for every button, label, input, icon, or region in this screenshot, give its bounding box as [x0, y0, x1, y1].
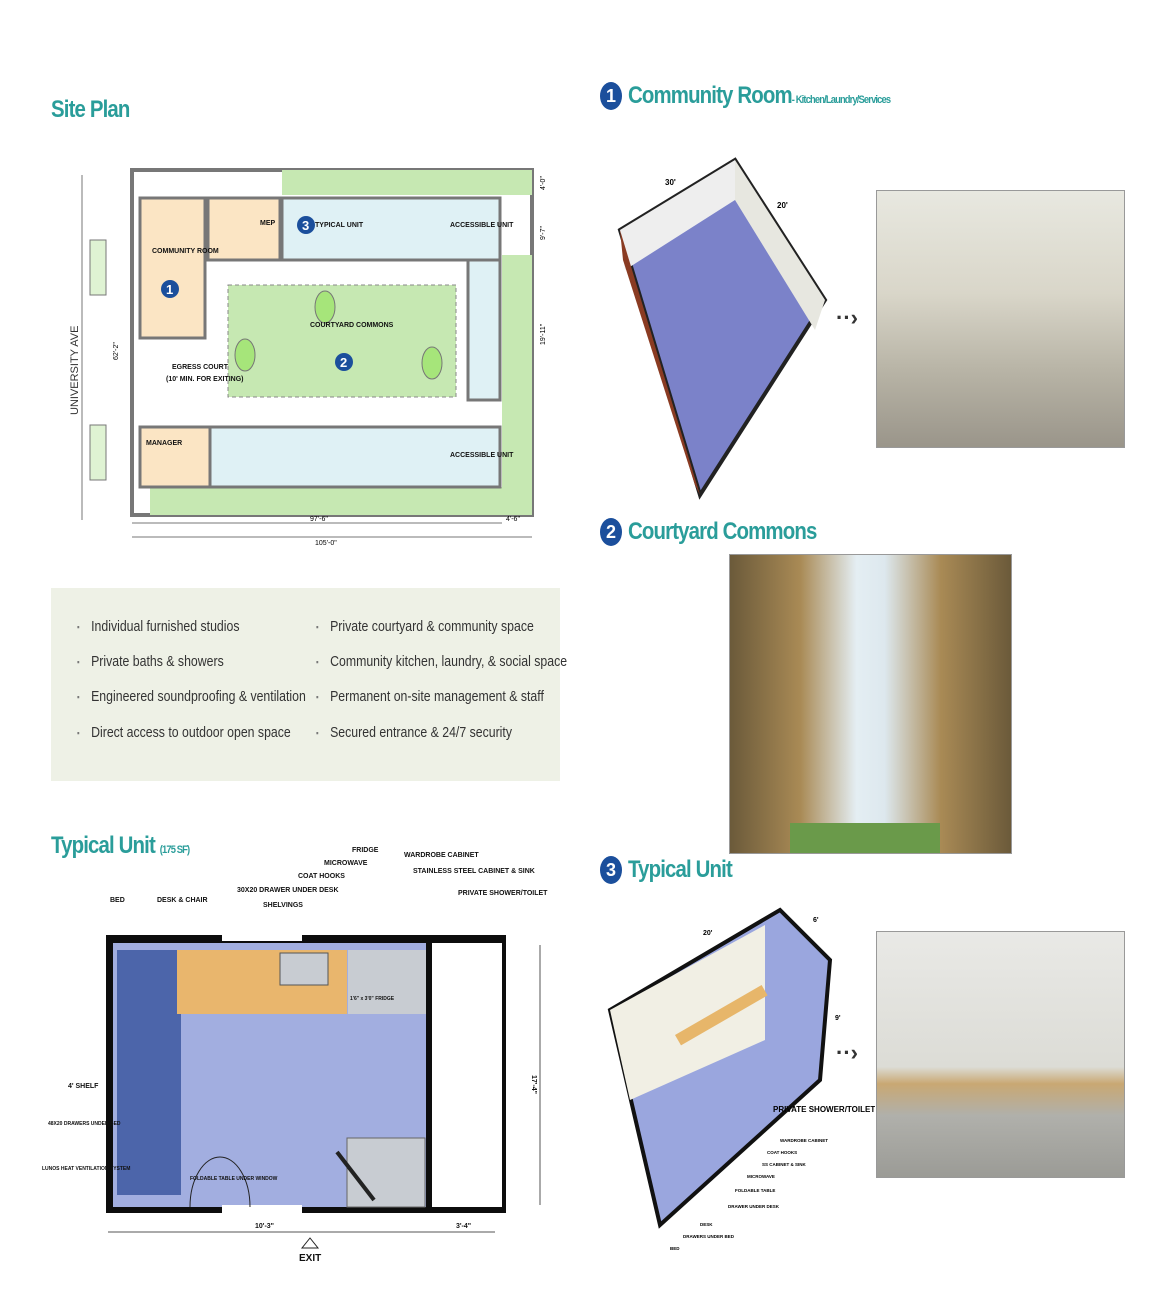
title-text: Typical Unit	[51, 832, 156, 859]
iso-callout: MICROWAVE	[747, 1174, 775, 1179]
arrow-icon: ··›	[836, 1040, 858, 1065]
callout-wardrobe: WARDROBE CABINET	[404, 852, 479, 859]
callout-fridge: FRIDGE	[352, 847, 379, 854]
iso-callout: PRIVATE SHOWER/TOILET	[773, 1105, 875, 1114]
feature-item: Private courtyard & community space	[316, 618, 534, 635]
iso-callout: DRAWERS UNDER BED	[683, 1234, 735, 1239]
community-room-heading: 1 Community Room- Kitchen/Laundry/Servic…	[600, 82, 937, 110]
heading-text: Typical Unit	[628, 856, 733, 883]
dim-height: 17'-4"	[530, 1075, 537, 1094]
dim-bottom-total: 105'-0"	[315, 540, 337, 547]
feature-item: Secured entrance & 24/7 security	[316, 724, 512, 741]
street-label: UNIVERSITY AVE	[69, 326, 81, 415]
dim-bottom-inner: 97'-6"	[310, 516, 328, 523]
accessible-unit-label-2: ACCESSIBLE UNIT	[450, 452, 514, 459]
heading-text: Courtyard Commons	[628, 518, 817, 545]
area-text: (175 SF)	[159, 844, 190, 856]
egress-label: EGRESS COURT	[172, 364, 229, 371]
marker-2: 2	[340, 355, 347, 370]
dim-a: 30'	[665, 178, 676, 187]
iso-callout: BED	[670, 1246, 680, 1251]
egress-note: (10' MIN. FOR EXITING)	[166, 376, 244, 383]
feature-item: Community kitchen, laundry, & social spa…	[316, 653, 567, 670]
callout-sink: STAINLESS STEEL CABINET & SINK	[413, 868, 535, 875]
arrow-icon: ··›	[836, 305, 858, 330]
callout-microwave: MICROWAVE	[324, 860, 368, 867]
callout-fridge-size: 1'6" x 3'0" FRIDGE	[350, 996, 395, 1002]
callout-coat-hooks: COAT HOOKS	[298, 873, 345, 880]
heading-text: Community Room- Kitchen/Laundry/Services	[628, 82, 891, 110]
feature-item: Engineered soundproofing & ventilation	[77, 688, 306, 705]
iso-callout: SS CABINET & SINK	[762, 1162, 807, 1167]
courtyard-photo	[729, 554, 1012, 854]
typical-unit-plan-title: Typical Unit (175 SF)	[51, 832, 190, 860]
callout-drawer: 30X20 DRAWER UNDER DESK	[237, 887, 339, 894]
feature-item: Private baths & showers	[77, 653, 224, 670]
courtyard-heading: 2 Courtyard Commons	[600, 518, 850, 546]
community-room-photo	[876, 190, 1125, 448]
callout-table: FOLDABLE TABLE UNDER WINDOW	[190, 1176, 278, 1182]
dim-bath: 3'-4"	[456, 1223, 471, 1230]
iso-callout: FOLDABLE TABLE	[735, 1188, 775, 1193]
feature-item: Direct access to outdoor open space	[77, 724, 291, 741]
typical-unit-isometric: 20' 6' 9' PRIVATE SHOWER/TOILET WARDROBE…	[607, 907, 875, 1251]
feature-item: Permanent on-site management & staff	[316, 688, 544, 705]
dim-court: 19'-11"	[540, 323, 547, 345]
dim-b: 6'	[813, 917, 819, 924]
marker-1: 1	[166, 282, 173, 297]
typical-unit-photo	[876, 931, 1125, 1178]
iso-callout: WARDROBE CABINET	[780, 1138, 828, 1143]
dim-main: 10'-3"	[255, 1223, 274, 1230]
dim-top-yard: 4'-0"	[540, 176, 547, 190]
accessible-unit-label: ACCESSIBLE UNIT	[450, 222, 514, 229]
title-text: Community Room	[628, 82, 793, 109]
marker-badge: 1	[600, 82, 622, 110]
callout-shelvings: SHELVINGS	[263, 902, 303, 909]
site-plan-title: Site Plan	[51, 96, 130, 123]
typical-unit-label: TYPICAL UNIT	[315, 222, 364, 229]
callout-drawers-bed: 48X20 DRAWERS UNDER BED	[48, 1121, 121, 1127]
subtitle-text: - Kitchen/Laundry/Services	[791, 94, 891, 106]
feature-item: Individual furnished studios	[77, 618, 239, 635]
iso-callout: DESK	[700, 1222, 713, 1227]
callout-bed: BED	[110, 897, 125, 904]
callout-shelf: 4' SHELF	[68, 1083, 99, 1090]
dim-b: 20'	[777, 201, 788, 210]
mep-label: MEP	[260, 220, 276, 227]
dim-unit-depth: 9'-7"	[540, 226, 547, 240]
dim-left-total: 62'-2"	[113, 342, 120, 360]
iso-callout: DRAWER UNDER DESK	[728, 1204, 780, 1209]
dim-c: 9'	[835, 1015, 841, 1022]
marker-3: 3	[302, 218, 309, 233]
typical-unit-floorplan: BED DESK & CHAIR 30X20 DRAWER UNDER DESK…	[42, 847, 548, 1264]
marker-badge: 3	[600, 856, 622, 884]
iso-callout: COAT HOOKS	[767, 1150, 797, 1155]
community-room-isometric: 30' 20'	[617, 157, 828, 500]
callout-desk: DESK & CHAIR	[157, 897, 208, 904]
marker-badge: 2	[600, 518, 622, 546]
dim-bottom-side: 4'-6"	[506, 516, 520, 523]
community-room-label: COMMUNITY ROOM	[152, 248, 219, 255]
courtyard-label: COURTYARD COMMONS	[310, 322, 394, 329]
dim-a: 20'	[703, 930, 713, 937]
callout-ventilation: LUNOS HEAT VENTILATION SYSTEM	[42, 1166, 130, 1172]
callout-shower: PRIVATE SHOWER/TOILET	[458, 890, 548, 897]
exit-label: EXIT	[299, 1253, 321, 1264]
manager-label: MANAGER	[146, 440, 182, 447]
features-panel: Individual furnished studios Private bat…	[51, 588, 567, 781]
typical-unit-heading: 3 Typical Unit	[600, 856, 750, 884]
site-plan-drawing: UNIVERSITY AVE COMMUNITY ROOM TYPICAL UN…	[69, 168, 547, 547]
